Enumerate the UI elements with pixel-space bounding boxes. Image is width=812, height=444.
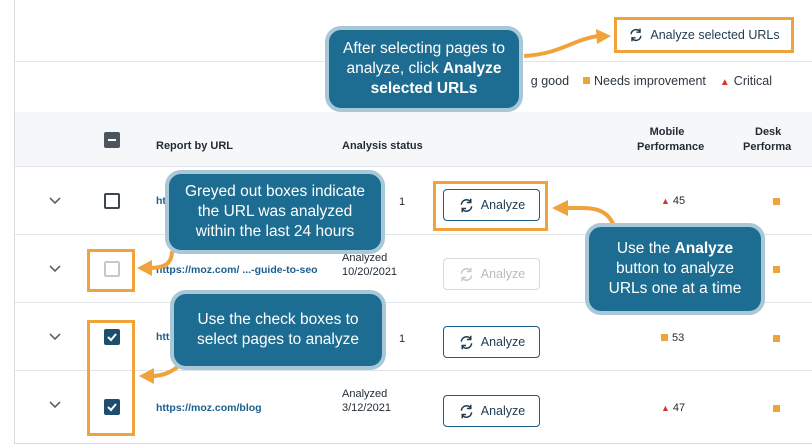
refresh-icon	[460, 267, 473, 281]
callout-analyze-button: Use the Analyze button to analyze URLs o…	[585, 223, 765, 315]
row-url-link[interactable]: ht	[156, 195, 166, 207]
legend: g good Needs improvement ▲Critical	[531, 74, 772, 88]
chevron-down-icon[interactable]	[47, 193, 63, 209]
orange-square-icon	[773, 405, 780, 412]
row-checkbox-greyed	[104, 261, 120, 277]
callout-check-boxes: Use the check boxes to select pages to a…	[170, 290, 386, 370]
refresh-icon	[460, 198, 473, 212]
row-analysis-status: 1	[399, 333, 406, 345]
red-triangle-icon: ▲	[661, 196, 670, 206]
callout-greyed-out: Greyed out boxes indicate the URL was an…	[165, 170, 385, 254]
column-header-desktop-performance[interactable]: Desk Performa	[743, 126, 792, 154]
refresh-icon	[630, 28, 642, 42]
table-header: Report by URL Analysis status Mobile Per…	[15, 112, 812, 167]
greyed-checkbox-highlight	[87, 249, 135, 292]
mobile-performance-score: ▲47	[661, 402, 686, 414]
chevron-down-icon[interactable]	[47, 329, 63, 345]
row-checkbox[interactable]	[104, 193, 120, 209]
red-triangle-icon: ▲	[719, 77, 730, 88]
check-icon	[107, 403, 117, 412]
select-all-checkbox[interactable]	[104, 132, 120, 148]
legend-item-good: g good	[530, 74, 570, 88]
row-analysis-status: Analyzed 10/20/2021	[342, 252, 398, 279]
orange-square-icon	[773, 335, 780, 342]
orange-square-icon	[583, 77, 591, 84]
row-url-link[interactable]: htt	[156, 331, 170, 343]
orange-square-icon	[773, 266, 780, 273]
row-analysis-status: Analyzed 3/12/2021	[342, 388, 391, 415]
analyze-button[interactable]: Analyze	[443, 189, 540, 221]
row-checkbox-checked[interactable]	[104, 329, 120, 345]
red-triangle-icon: ▲	[661, 403, 670, 413]
chevron-down-icon[interactable]	[47, 397, 63, 413]
row-url-link[interactable]: https://moz.com/ ...-guide-to-seo	[156, 264, 318, 276]
row-url-link[interactable]: https://moz.com/blog	[156, 402, 262, 414]
row-checkbox-checked[interactable]	[104, 399, 120, 415]
callout-analyze-selected: After selecting pages to analyze, click …	[325, 26, 523, 112]
orange-square-icon	[773, 198, 780, 205]
legend-item-critical: ▲Critical	[719, 74, 772, 88]
mobile-performance-score: 53	[661, 332, 684, 344]
column-header-mobile-performance[interactable]: Mobile Performance	[637, 126, 705, 154]
row-analysis-status: 1	[399, 196, 406, 208]
column-header-report-by-url[interactable]: Report by URL	[156, 140, 233, 152]
analyze-button[interactable]: Analyze	[443, 326, 540, 358]
analyze-button[interactable]: Analyze	[443, 395, 540, 427]
analyze-button-disabled: Analyze	[443, 258, 540, 290]
analyze-button-highlight	[433, 181, 548, 231]
refresh-icon	[460, 404, 473, 418]
legend-item-needs-improvement: Needs improvement	[583, 74, 706, 88]
orange-square-icon	[661, 334, 668, 341]
checked-boxes-highlight	[87, 320, 135, 436]
mobile-performance-score: ▲45	[661, 195, 686, 207]
chevron-down-icon[interactable]	[47, 261, 63, 277]
column-header-analysis-status[interactable]: Analysis status	[342, 140, 423, 152]
analyze-selected-urls-button[interactable]: Analyze selected URLs	[614, 17, 794, 53]
check-icon	[107, 333, 117, 342]
refresh-icon	[460, 335, 473, 349]
